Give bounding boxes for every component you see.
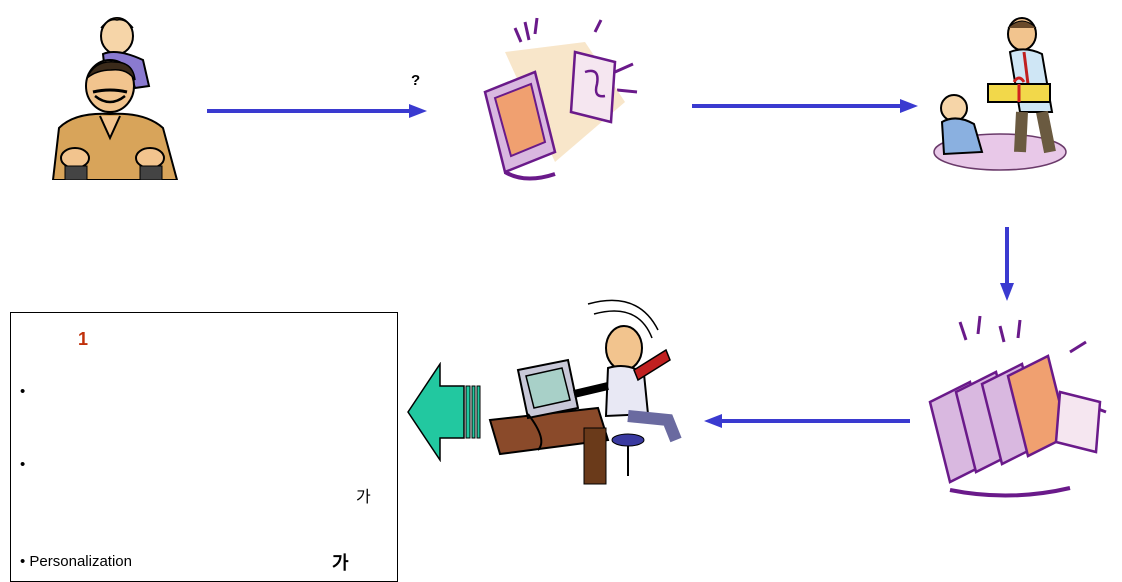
question-mark: ?	[411, 72, 421, 89]
info-box-title: 1	[78, 329, 89, 349]
flow-arrow-down	[1000, 227, 1014, 301]
info-bullet-personalization: • Personalization	[20, 553, 132, 570]
computers-money-illustration	[928, 315, 1107, 498]
info-box: 1 • • 가 • Personalization 가	[10, 312, 398, 582]
flow-arrow-left	[704, 414, 910, 428]
flow-arrow-right-2	[692, 99, 918, 113]
korean-char-ga: 가	[356, 489, 371, 506]
frustrated-man-illustration	[488, 299, 682, 485]
gift-giving-illustration	[933, 17, 1067, 171]
computer-money-illustration	[483, 17, 638, 181]
big-left-arrow	[407, 362, 481, 462]
father-child-illustration	[51, 17, 179, 180]
info-bullet-2: •	[20, 456, 26, 473]
korean-char-ga-bold: 가	[332, 553, 349, 573]
flow-arrow-right-1	[207, 104, 427, 118]
info-bullet-1: •	[20, 383, 26, 400]
